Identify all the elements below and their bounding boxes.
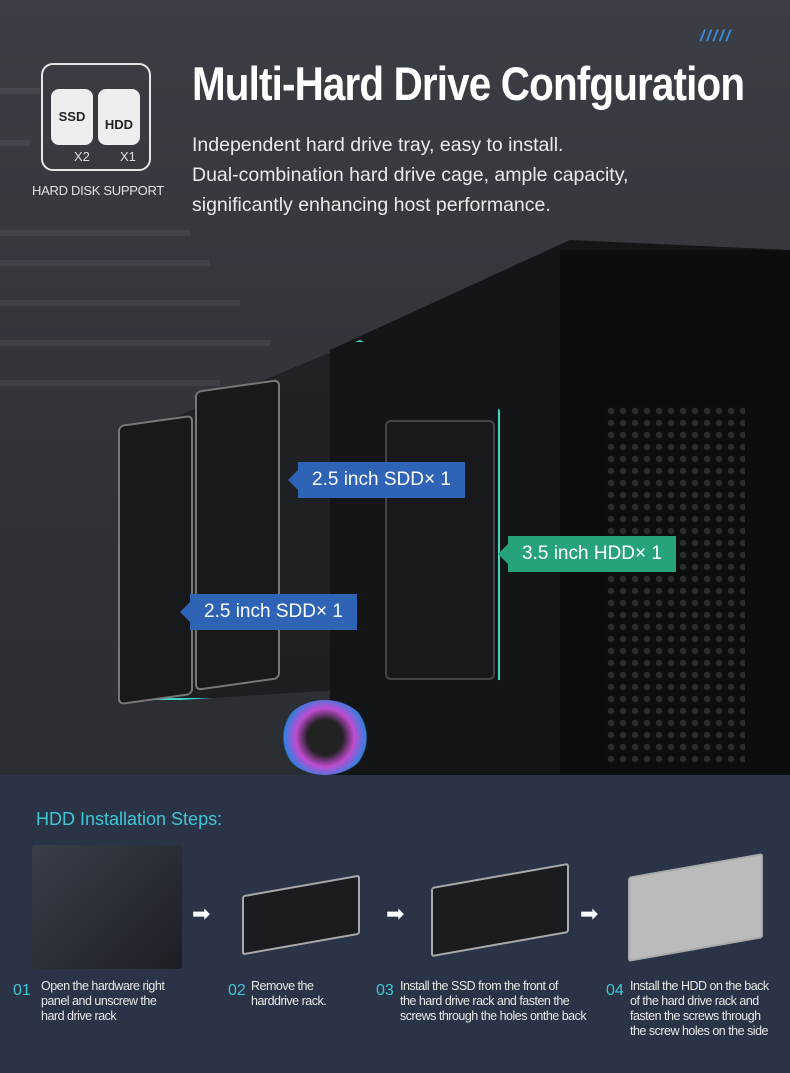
hdd-count: X1: [120, 149, 136, 164]
steps-title: HDD Installation Steps:: [36, 809, 223, 829]
step-description: Remove the harddrive rack.: [251, 979, 369, 1009]
step-4-image: [622, 845, 767, 969]
mesh-panel: [605, 405, 745, 765]
arrow-right-icon: ➡: [580, 901, 599, 926]
subtitle-line: Independent hard drive tray, easy to ins…: [192, 134, 564, 156]
step-2-image: [236, 845, 366, 969]
step-line: Install the SSD from the front of: [400, 979, 558, 993]
callout-ssd-bottom: 2.5 inch SDD× 1: [180, 594, 357, 630]
arrow-right-icon: ➡: [386, 901, 405, 926]
step-line: Open the hardware right: [41, 979, 165, 993]
hero-section: ///// SSD HDD X2 X1 HARD DISK SUPPORT Mu…: [0, 0, 790, 775]
hdd-icon: HDD: [98, 89, 140, 145]
callout-ssd-top: 2.5 inch SDD× 1: [288, 462, 465, 498]
decor-stripe: [0, 300, 240, 306]
step-description: Install the HDD on the back of the hard …: [630, 979, 786, 1039]
step-line: the hard drive rack and fasten the: [400, 994, 570, 1008]
callout-hdd: 3.5 inch HDD× 1: [498, 536, 676, 572]
hdd-label: HDD: [104, 117, 134, 132]
step-number: 04: [606, 982, 624, 999]
step-line: Remove the: [251, 979, 314, 993]
decor-stripe: [0, 88, 40, 94]
step-1-image: [32, 845, 182, 969]
ssd-label: SSD: [58, 109, 86, 124]
step-number: 03: [376, 982, 394, 999]
step-line: harddrive rack.: [251, 994, 327, 1008]
page-title: Multi-Hard Drive Confguration: [192, 57, 745, 110]
decor-stripe: [0, 230, 190, 236]
subtitle: Independent hard drive tray, easy to ins…: [192, 130, 628, 220]
subtitle-line: significantly enhancing host performance…: [192, 194, 551, 216]
step-line: of the hard drive rack and: [630, 994, 759, 1008]
badge-caption: HARD DISK SUPPORT: [32, 183, 164, 198]
step-line: hard drive rack: [41, 1009, 117, 1023]
step-3-image: [425, 845, 575, 969]
decor-stripe: [0, 140, 30, 146]
step-line: the screw holes on the side: [630, 1024, 768, 1038]
step-description: Install the SSD from the front of the ha…: [400, 979, 598, 1024]
decor-stripe: [0, 260, 210, 266]
step-line: screws through the holes onthe back: [400, 1009, 587, 1023]
decor-stripe: [0, 340, 270, 346]
installation-steps: HDD Installation Steps: ➡ ➡ ➡ 01 Open th…: [0, 775, 790, 1073]
step-line: fasten the screws through: [630, 1009, 761, 1023]
decor-slashes: /////: [700, 28, 733, 45]
decor-stripe: [0, 380, 220, 386]
ssd-drive-back: [195, 379, 280, 691]
rgb-fan: [280, 700, 370, 775]
ssd-count: X2: [74, 149, 90, 164]
step-line: panel and unscrew the: [41, 994, 157, 1008]
hard-disk-badge: SSD HDD X2 X1: [41, 63, 151, 171]
step-line: Install the HDD on the back: [630, 979, 769, 993]
subtitle-line: Dual-combination hard drive cage, ample …: [192, 164, 629, 186]
step-number: 02: [228, 982, 246, 999]
step-number: 01: [13, 982, 31, 999]
ssd-drive-front: [118, 414, 193, 706]
step-description: Open the hardware right panel and unscre…: [41, 979, 219, 1024]
ssd-icon: SSD: [51, 89, 93, 145]
hdd-drive: [385, 420, 495, 680]
arrow-right-icon: ➡: [192, 901, 211, 926]
